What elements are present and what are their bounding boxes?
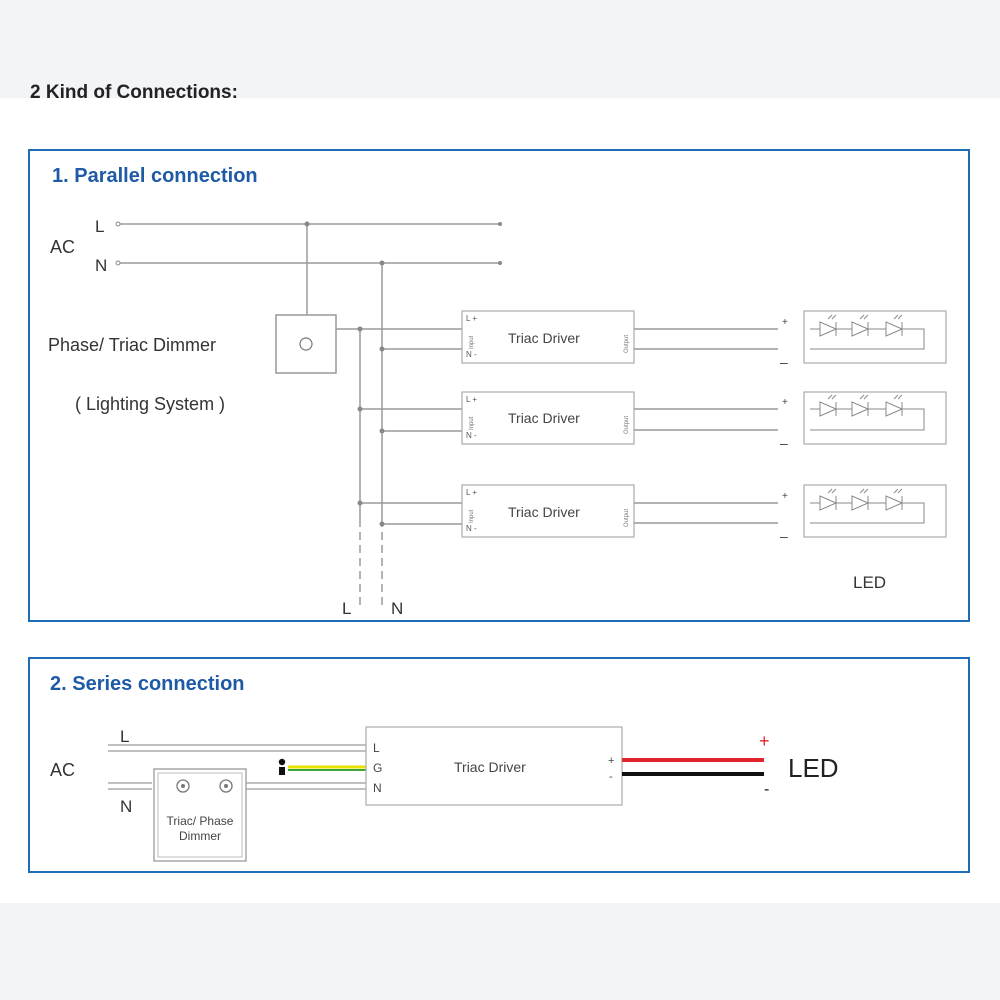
junction	[379, 260, 385, 266]
driver-terminal-l: L	[373, 741, 380, 755]
output-plus: +	[782, 397, 788, 408]
led-label: LED	[788, 753, 839, 783]
driver-output-text: Output	[624, 335, 630, 353]
bottom-line-label: L	[342, 599, 351, 618]
output-minus: –	[780, 354, 788, 370]
driver-row-2: L + N - Input Triac Driver Output + –	[357, 391, 947, 451]
driver-label: Triac Driver	[508, 330, 580, 346]
series-connection-title: 2. Series connection	[50, 673, 245, 695]
parallel-connection-title: 1. Parallel connection	[52, 165, 258, 187]
series-connection-panel: 2. Series connection AC L N Triac/ Phase…	[28, 657, 970, 873]
led-label: LED	[853, 573, 886, 592]
led-diodes-icon	[810, 394, 925, 431]
line-wire	[108, 744, 366, 752]
l-end	[498, 222, 502, 226]
bottom-neutral-label: N	[391, 599, 403, 618]
led-module	[803, 391, 947, 445]
earth-plug-icon	[278, 758, 286, 766]
output-plus: +	[782, 491, 788, 502]
line-label: L	[95, 217, 104, 236]
l-terminal	[115, 221, 121, 227]
parallel-wiring-diagram: AC L N Phase/ Triac Dimmer ( Lighting Sy…	[48, 217, 947, 618]
mains-wires	[118, 223, 500, 264]
driver-input-text: Input	[469, 509, 475, 523]
led-diodes-icon	[810, 314, 925, 350]
driver-output-text: Output	[624, 416, 630, 434]
bus-wires	[336, 263, 383, 519]
page-title: 2 Kind of Connections:	[30, 82, 238, 103]
triac-driver-box	[461, 484, 635, 538]
output-plus: +	[782, 317, 788, 328]
neutral-label: N	[120, 797, 132, 816]
driver-input-n: N -	[466, 431, 477, 440]
driver-input-l: L +	[466, 395, 477, 404]
driver-input-text: Input	[469, 416, 475, 430]
series-wiring-diagram: AC L N Triac/ Phase Dimmer L G	[50, 726, 839, 862]
n-terminal	[115, 260, 121, 266]
driver-row-1: L + N - Input Triac Driver Output + –	[357, 310, 947, 370]
junction	[304, 221, 310, 227]
triac-driver-box	[461, 391, 635, 445]
neutral-label: N	[95, 256, 107, 275]
driver-input-n: N -	[466, 524, 477, 533]
dimmer-label-line2: Dimmer	[179, 829, 221, 843]
output-minus: –	[780, 528, 788, 544]
led-plus-sign: +	[759, 731, 770, 751]
driver-input-l: L +	[466, 314, 477, 323]
dimmer-label: Phase/ Triac Dimmer	[48, 335, 216, 355]
driver-label: Triac Driver	[508, 504, 580, 520]
driver-row-3: L + N - Input Triac Driver Output + –	[357, 484, 947, 544]
bus-continuation	[359, 519, 383, 606]
driver-output-text: Output	[624, 509, 630, 527]
driver-label: Triac Driver	[508, 410, 580, 426]
line-label: L	[120, 727, 129, 746]
driver-label: Triac Driver	[454, 759, 526, 775]
ac-label: AC	[50, 237, 75, 257]
triac-driver-box	[461, 310, 635, 364]
led-module	[803, 484, 947, 538]
driver-input-text: Input	[469, 335, 475, 349]
driver-output-minus: -	[609, 771, 613, 783]
driver-output-plus: +	[608, 755, 614, 767]
output-minus: –	[780, 435, 788, 451]
parallel-connection-panel: 1. Parallel connection AC L N Phase/ Tri…	[28, 149, 970, 622]
driver-input-l: L +	[466, 488, 477, 497]
led-diodes-icon	[810, 488, 925, 524]
led-module	[803, 310, 947, 364]
dimmer-knob-icon	[299, 337, 313, 351]
neutral-wire	[108, 782, 366, 790]
triac-driver-box	[365, 726, 623, 806]
lighting-system-label: ( Lighting System )	[75, 394, 225, 414]
driver-terminal-n: N	[373, 781, 382, 795]
led-minus-sign: -	[764, 781, 769, 798]
driver-terminal-g: G	[373, 761, 382, 775]
dimmer-label-line1: Triac/ Phase	[167, 814, 234, 828]
n-end	[498, 261, 502, 265]
driver-input-n: N -	[466, 350, 477, 359]
ac-label: AC	[50, 760, 75, 780]
